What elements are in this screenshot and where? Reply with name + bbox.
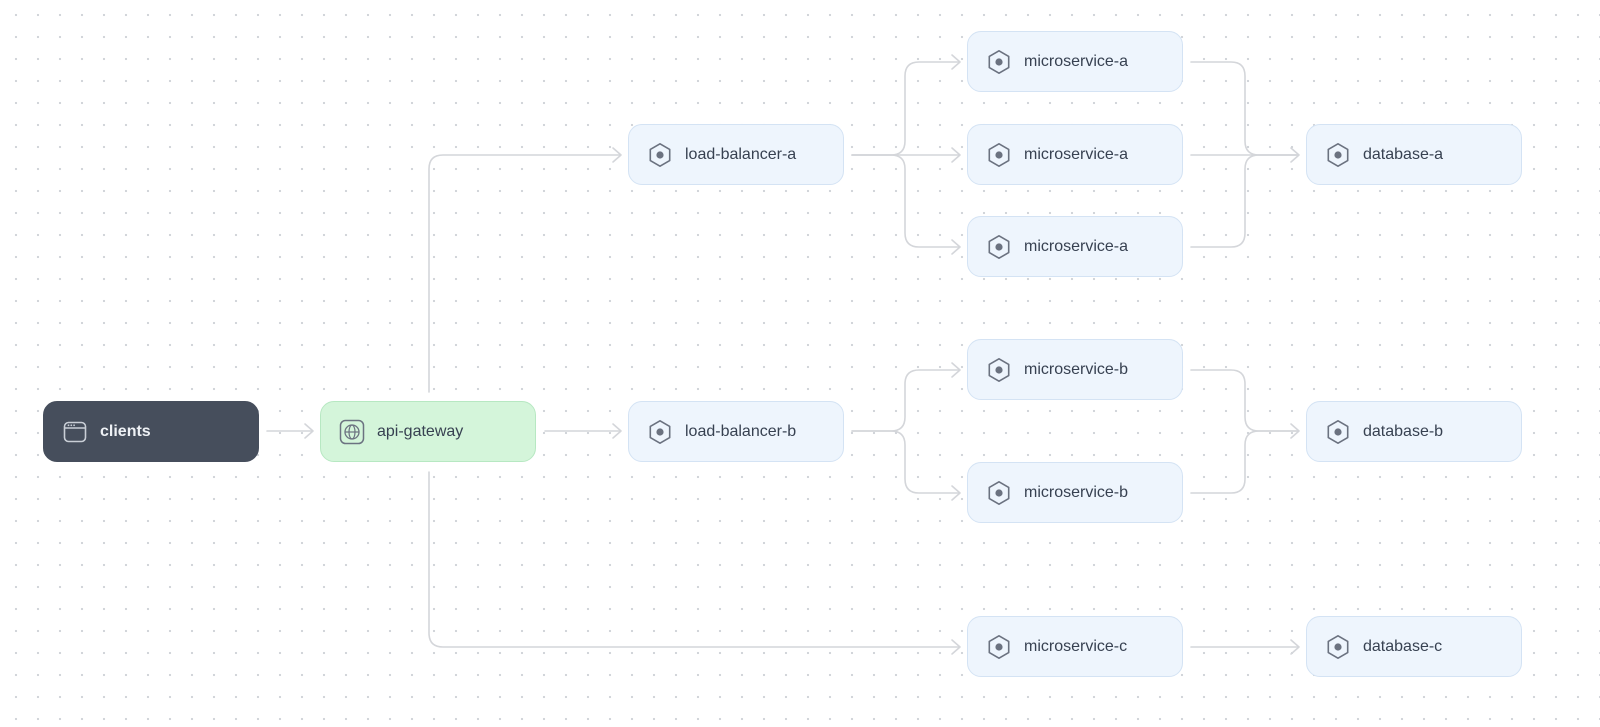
- node-label: microservice-a: [1024, 145, 1129, 163]
- edge-api-gateway-to-load-balancer-b: [544, 423, 622, 439]
- edge-api-gateway-to-load-balancer-a: [428, 147, 622, 393]
- edge-microservice-b-to-database-b-top: [1190, 369, 1300, 439]
- node-microservice-a-1[interactable]: microservice-a: [967, 31, 1183, 92]
- edge-load-balancer-b-to-microservice-b-bottom: [851, 430, 961, 501]
- node-microservice-a-2[interactable]: microservice-a: [967, 124, 1183, 185]
- node-label: microservice-a: [1024, 52, 1129, 70]
- node-microservice-c[interactable]: microservice-c: [967, 616, 1183, 677]
- edge-microservice-c-to-database-c: [1190, 639, 1300, 655]
- hexagon-icon: [1327, 142, 1349, 167]
- browser-window-icon: [63, 421, 87, 442]
- hexagon-icon: [1327, 634, 1349, 659]
- edge-load-balancer-a-to-microservice-a-bottom: [851, 154, 961, 255]
- edge-api-gateway-to-microservice-c: [428, 471, 961, 655]
- globe-icon: [339, 419, 365, 444]
- node-label: microservice-b: [1024, 483, 1129, 501]
- node-label: clients: [100, 422, 151, 440]
- hexagon-icon: [1327, 419, 1349, 444]
- edge-microservice-a-to-database-a-top: [1190, 61, 1299, 156]
- edge-clients-to-api-gateway: [266, 423, 314, 439]
- node-label: load-balancer-a: [685, 145, 797, 163]
- node-database-c[interactable]: database-c: [1306, 616, 1522, 677]
- node-load-balancer-a[interactable]: load-balancer-a: [628, 124, 844, 185]
- node-label: database-c: [1363, 637, 1443, 655]
- node-label: microservice-c: [1024, 637, 1128, 655]
- node-label: microservice-a: [1024, 237, 1129, 255]
- hexagon-icon: [988, 234, 1010, 259]
- node-microservice-b-2[interactable]: microservice-b: [967, 462, 1183, 523]
- hexagon-icon: [649, 419, 671, 444]
- node-microservice-a-3[interactable]: microservice-a: [967, 216, 1183, 277]
- node-label: load-balancer-b: [685, 422, 797, 440]
- node-api-gateway[interactable]: api-gateway: [320, 401, 536, 462]
- node-clients[interactable]: clients: [43, 401, 259, 462]
- edge-load-balancer-b-to-microservice-b-top: [851, 362, 961, 432]
- hexagon-icon: [988, 142, 1010, 167]
- hexagon-icon: [988, 357, 1010, 382]
- node-label: database-a: [1363, 145, 1444, 163]
- node-label: api-gateway: [377, 422, 464, 440]
- edge-microservice-b-to-database-b-bottom: [1190, 430, 1299, 494]
- node-label: database-b: [1363, 422, 1444, 440]
- edge-microservice-a-to-database-a-bottom: [1190, 154, 1299, 248]
- hexagon-icon: [649, 142, 671, 167]
- node-label: microservice-b: [1024, 360, 1129, 378]
- node-database-b[interactable]: database-b: [1306, 401, 1522, 462]
- node-load-balancer-b[interactable]: load-balancer-b: [628, 401, 844, 462]
- hexagon-icon: [988, 634, 1010, 659]
- edge-load-balancer-a-to-microservice-a-top: [851, 54, 961, 156]
- node-microservice-b-1[interactable]: microservice-b: [967, 339, 1183, 400]
- hexagon-icon: [988, 49, 1010, 74]
- node-database-a[interactable]: database-a: [1306, 124, 1522, 185]
- hexagon-icon: [988, 480, 1010, 505]
